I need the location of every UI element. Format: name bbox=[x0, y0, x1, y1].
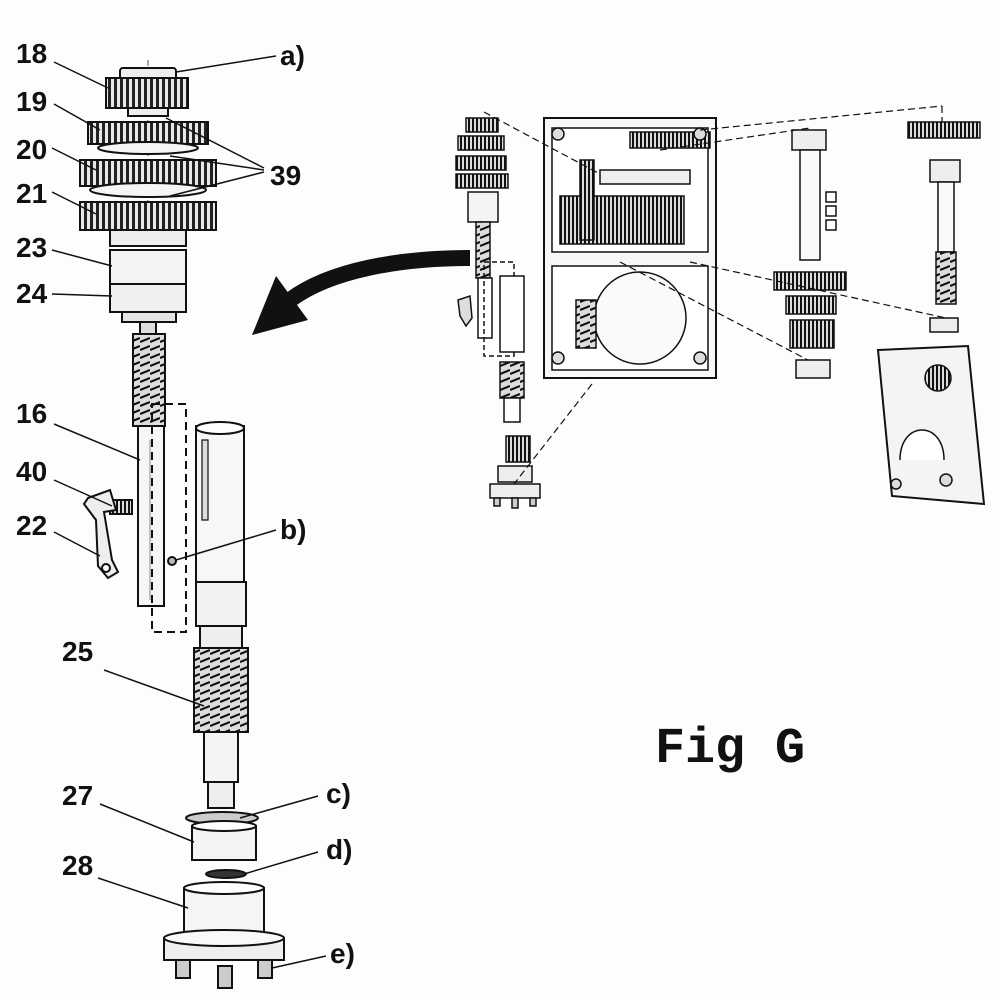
part-label-20: 20 bbox=[16, 134, 48, 165]
part-label-22: 22 bbox=[16, 510, 48, 541]
spindle-assembly bbox=[79, 60, 285, 989]
ring-27 bbox=[191, 820, 257, 861]
gearbox-frame bbox=[543, 117, 717, 379]
callout-d: d) bbox=[326, 834, 353, 865]
figure-title: Fig G bbox=[655, 721, 806, 778]
part-label-27: 27 bbox=[62, 780, 94, 811]
flange-28 bbox=[163, 881, 285, 989]
leader-lines bbox=[51, 55, 327, 969]
gear-19 bbox=[87, 121, 209, 155]
part-label-19: 19 bbox=[16, 86, 48, 117]
pin-detail-box bbox=[151, 403, 187, 633]
ring-d bbox=[205, 869, 247, 879]
worm-shaft bbox=[132, 321, 166, 607]
part-label-16: 16 bbox=[16, 398, 48, 429]
part-label-18: 18 bbox=[16, 38, 48, 69]
gear-20 bbox=[79, 159, 217, 198]
overview-connectors bbox=[483, 105, 947, 485]
overview-spindle bbox=[455, 117, 541, 509]
callout-e: e) bbox=[330, 938, 355, 969]
part-label-40: 40 bbox=[16, 456, 48, 487]
part-label-24: 24 bbox=[16, 278, 48, 309]
part-label-23: 23 bbox=[16, 232, 48, 263]
part-label-28: 28 bbox=[62, 850, 94, 881]
housing-cover bbox=[876, 344, 986, 506]
callout-b: b) bbox=[280, 514, 307, 545]
lever-22 bbox=[82, 488, 120, 580]
overview-shaft-middle bbox=[773, 129, 847, 379]
part-label-39: 39 bbox=[270, 160, 302, 191]
part-label-21: 21 bbox=[16, 178, 48, 209]
callout-c: c) bbox=[326, 778, 351, 809]
pin-b bbox=[167, 556, 177, 566]
gear-18 bbox=[105, 67, 189, 117]
callout-a: a) bbox=[280, 40, 305, 71]
overview-assembly bbox=[455, 105, 986, 509]
quill bbox=[193, 421, 249, 809]
curved-arrow bbox=[252, 250, 471, 335]
bearing-23-24 bbox=[109, 249, 187, 323]
overview-shaft-right bbox=[907, 121, 981, 333]
gear-21 bbox=[79, 201, 217, 247]
part-label-25: 25 bbox=[62, 636, 94, 667]
